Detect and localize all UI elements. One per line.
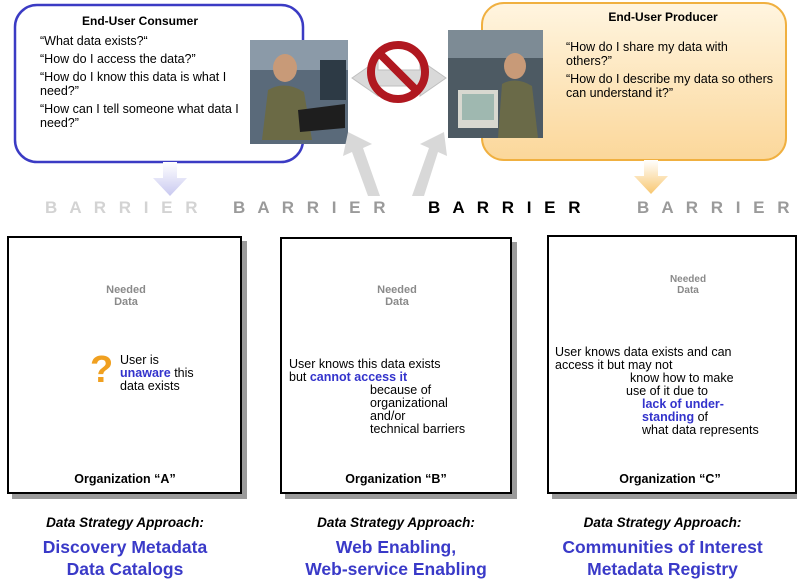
data-label: Data [114,296,138,308]
org-a-text-line: this [170,366,194,380]
org-c-text-line: what data represents [642,423,759,437]
org-c-description: User knows data exists and can access it… [555,346,791,372]
org-a-box [7,236,242,494]
up-arrow-right-icon [412,132,447,196]
barrier-label-1: B A R R I E R [45,198,202,217]
question-mark-icon: ? [90,349,114,391]
needed-label: Needed [669,274,707,285]
org-c-label: Organization “C” [619,472,721,486]
org-b-reason: because of organizational and/or technic… [370,384,505,436]
org-c-text-line: User knows data exists and can [555,345,732,359]
consumer-question-2: “How do I access the data?” [40,52,196,66]
consumer-question-1: “What data exists?“ [40,34,148,48]
org-c-text-line: access it but may not [555,358,673,372]
org-b-text-line: technical barriers [370,422,466,436]
approach-heading: Data Strategy Approach: [583,515,742,530]
approach-line: Discovery Metadata [42,537,208,557]
org-a-text-line: User is [120,353,159,367]
approach-line: Communities of Interest [562,537,763,557]
producer-down-arrow-icon [634,160,668,194]
org-c-lack-of-understanding: lack of under- [642,397,724,411]
consumer-question-4: “How can I tell someone what data I need… [40,102,239,130]
data-label: Data [677,285,699,296]
barrier-label-4: B A R R I E R [637,198,794,217]
consumer-photo [250,40,348,144]
org-a-unaware: unaware [120,366,171,380]
org-b-text-line: User knows this data exists [289,357,441,371]
approach-line: Web Enabling, [335,537,457,557]
org-a-text-line: data exists [120,379,180,393]
consumer-questions: “What data exists?“ “How do I access the… [40,34,245,134]
consumer-down-arrow-icon [153,162,187,196]
prohibit-sign-icon [367,41,429,103]
org-b-description: User knows this data exists but cannot a… [289,358,504,384]
approach-line: Metadata Registry [587,559,738,579]
org-b-label: Organization “B” [345,472,447,486]
producer-title: End-User Producer [608,10,718,24]
approach-a: Data Strategy Approach: Discovery Metada… [5,515,245,580]
approach-heading: Data Strategy Approach: [46,515,204,530]
approach-c: Data Strategy Approach: Communities of I… [530,515,795,580]
org-c-text-line: use of it due to [626,384,709,398]
producer-question-2: “How do I describe my data so others can… [566,72,774,100]
org-b-box [280,237,512,494]
consumer-title: End-User Consumer [81,14,199,28]
org-b-text-line: but [289,370,310,384]
producer-photo [448,30,543,138]
approach-heading: Data Strategy Approach: [317,515,475,530]
approach-line: Web-service Enabling [305,559,487,579]
org-a-needed-data-label: Needed Data [104,284,148,308]
org-a-description: User is unaware this data exists [120,354,230,393]
org-c-text-line: of [694,410,708,424]
org-b-cannot-access: cannot access it [309,370,408,384]
org-c-text-line: know how to make [630,371,734,385]
org-b-text-line: and/or [370,409,406,423]
producer-question-1: “How do I share my data with others?” [566,40,728,68]
barrier-label-2: B A R R I E R [233,198,390,217]
org-b-needed-data-label: Needed Data [375,284,419,308]
barrier-label-3: B A R R I E R [428,198,585,217]
org-c-reason: know how to make use of it due to lack o… [626,371,795,437]
org-b-text-line: organizational [370,396,448,410]
org-c-standing: standing [642,410,695,424]
org-b-text-line: because of [370,383,432,397]
data-label: Data [385,296,409,308]
org-c-box [547,235,797,494]
up-arrow-left-icon [343,132,380,196]
producer-questions: “How do I share my data with others?” “H… [566,40,776,104]
needed-label: Needed [106,284,146,296]
needed-label: Needed [377,284,417,296]
consumer-question-3: “How do I know this data is what I need?… [40,70,227,98]
org-c-needed-data-label: Needed Data [666,274,710,296]
org-a-label: Organization “A” [74,472,176,486]
approach-b: Data Strategy Approach: Web Enabling, We… [272,515,520,580]
approach-line: Data Catalogs [66,559,184,579]
